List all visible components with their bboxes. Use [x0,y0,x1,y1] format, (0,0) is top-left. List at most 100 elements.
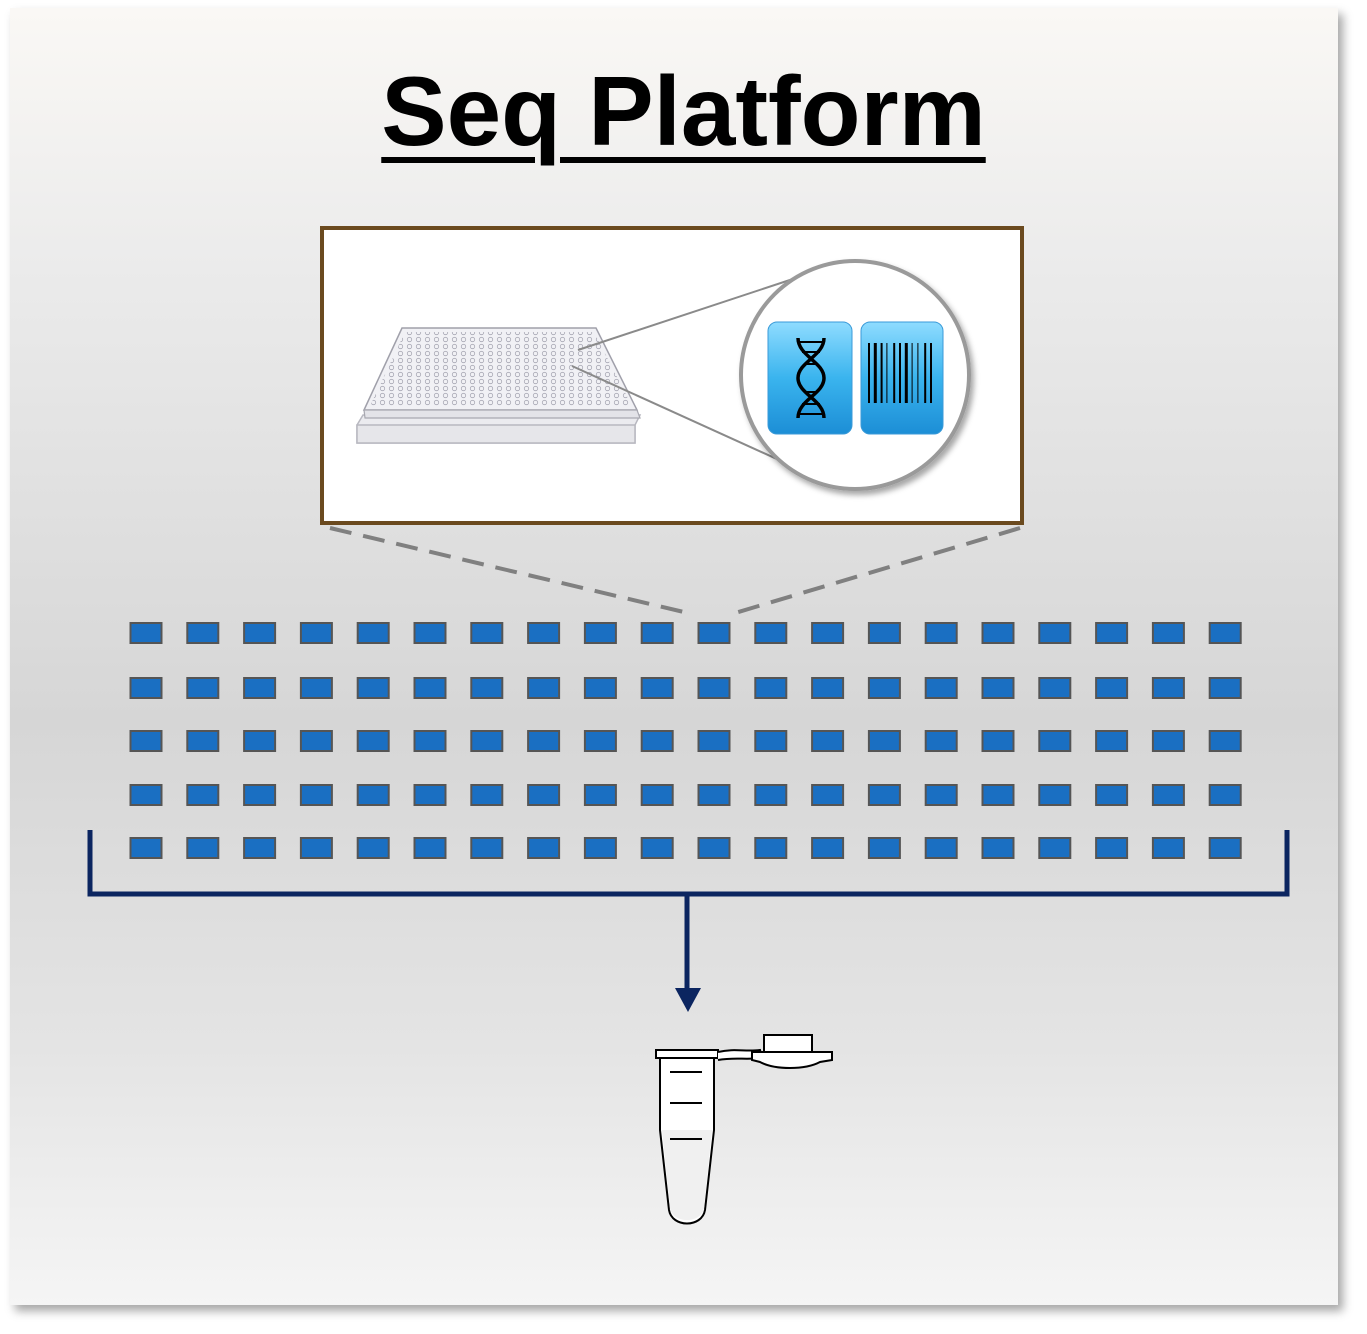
barcode-bar [899,343,901,403]
well [1095,677,1129,699]
well [470,622,504,644]
well [1208,730,1242,752]
well [981,784,1015,806]
well [413,730,447,752]
well [527,622,561,644]
well [1038,730,1072,752]
well [356,784,390,806]
well [1151,730,1185,752]
dna-icon [767,321,853,435]
well [1095,784,1129,806]
well [1151,784,1185,806]
well [413,677,447,699]
well [924,784,958,806]
well [640,730,674,752]
well [1095,622,1129,644]
well [1095,837,1129,859]
well [1208,677,1242,699]
well [640,784,674,806]
well [640,837,674,859]
magnifier-lines [571,274,806,466]
well [924,730,958,752]
well [527,784,561,806]
well [299,677,333,699]
well [129,677,163,699]
well [697,784,731,806]
well [527,837,561,859]
well [527,677,561,699]
well [243,784,277,806]
well [1208,622,1242,644]
barcode-bar [880,343,883,403]
well [129,622,163,644]
well [129,730,163,752]
well [697,622,731,644]
well [413,837,447,859]
well [299,622,333,644]
well [1151,677,1185,699]
well [1151,837,1185,859]
well [811,677,845,699]
well [754,784,788,806]
well [981,837,1015,859]
well [356,622,390,644]
well [129,784,163,806]
well [356,837,390,859]
barcode-bar [904,343,908,403]
well [299,730,333,752]
barcode-bar [924,343,927,403]
well [924,837,958,859]
well [867,730,901,752]
well [413,784,447,806]
well [867,784,901,806]
well [924,622,958,644]
well [186,837,220,859]
well [129,837,163,859]
microplate-icon [356,327,642,444]
well [470,837,504,859]
well [811,730,845,752]
well [186,677,220,699]
barcode-bar [930,343,932,403]
well [413,622,447,644]
well [640,677,674,699]
well [981,622,1015,644]
well [186,784,220,806]
well [867,622,901,644]
well [583,837,617,859]
well [754,677,788,699]
well [1038,837,1072,859]
well [527,730,561,752]
page-title: Seq Platform [381,56,986,166]
well [811,837,845,859]
well [754,837,788,859]
well [470,730,504,752]
well [243,730,277,752]
well [356,730,390,752]
well [1208,837,1242,859]
well [243,677,277,699]
well [243,837,277,859]
well [186,622,220,644]
well [867,837,901,859]
well [243,622,277,644]
well [1038,622,1072,644]
well [1208,784,1242,806]
well [1038,784,1072,806]
well [811,784,845,806]
well [754,730,788,752]
well [867,677,901,699]
well [356,677,390,699]
well [981,730,1015,752]
well [299,784,333,806]
well [299,837,333,859]
well [754,622,788,644]
well [1038,677,1072,699]
barcode-bar [917,343,919,403]
barcode-icon [860,321,944,435]
well [697,837,731,859]
well [981,677,1015,699]
well [640,622,674,644]
well [811,622,845,644]
